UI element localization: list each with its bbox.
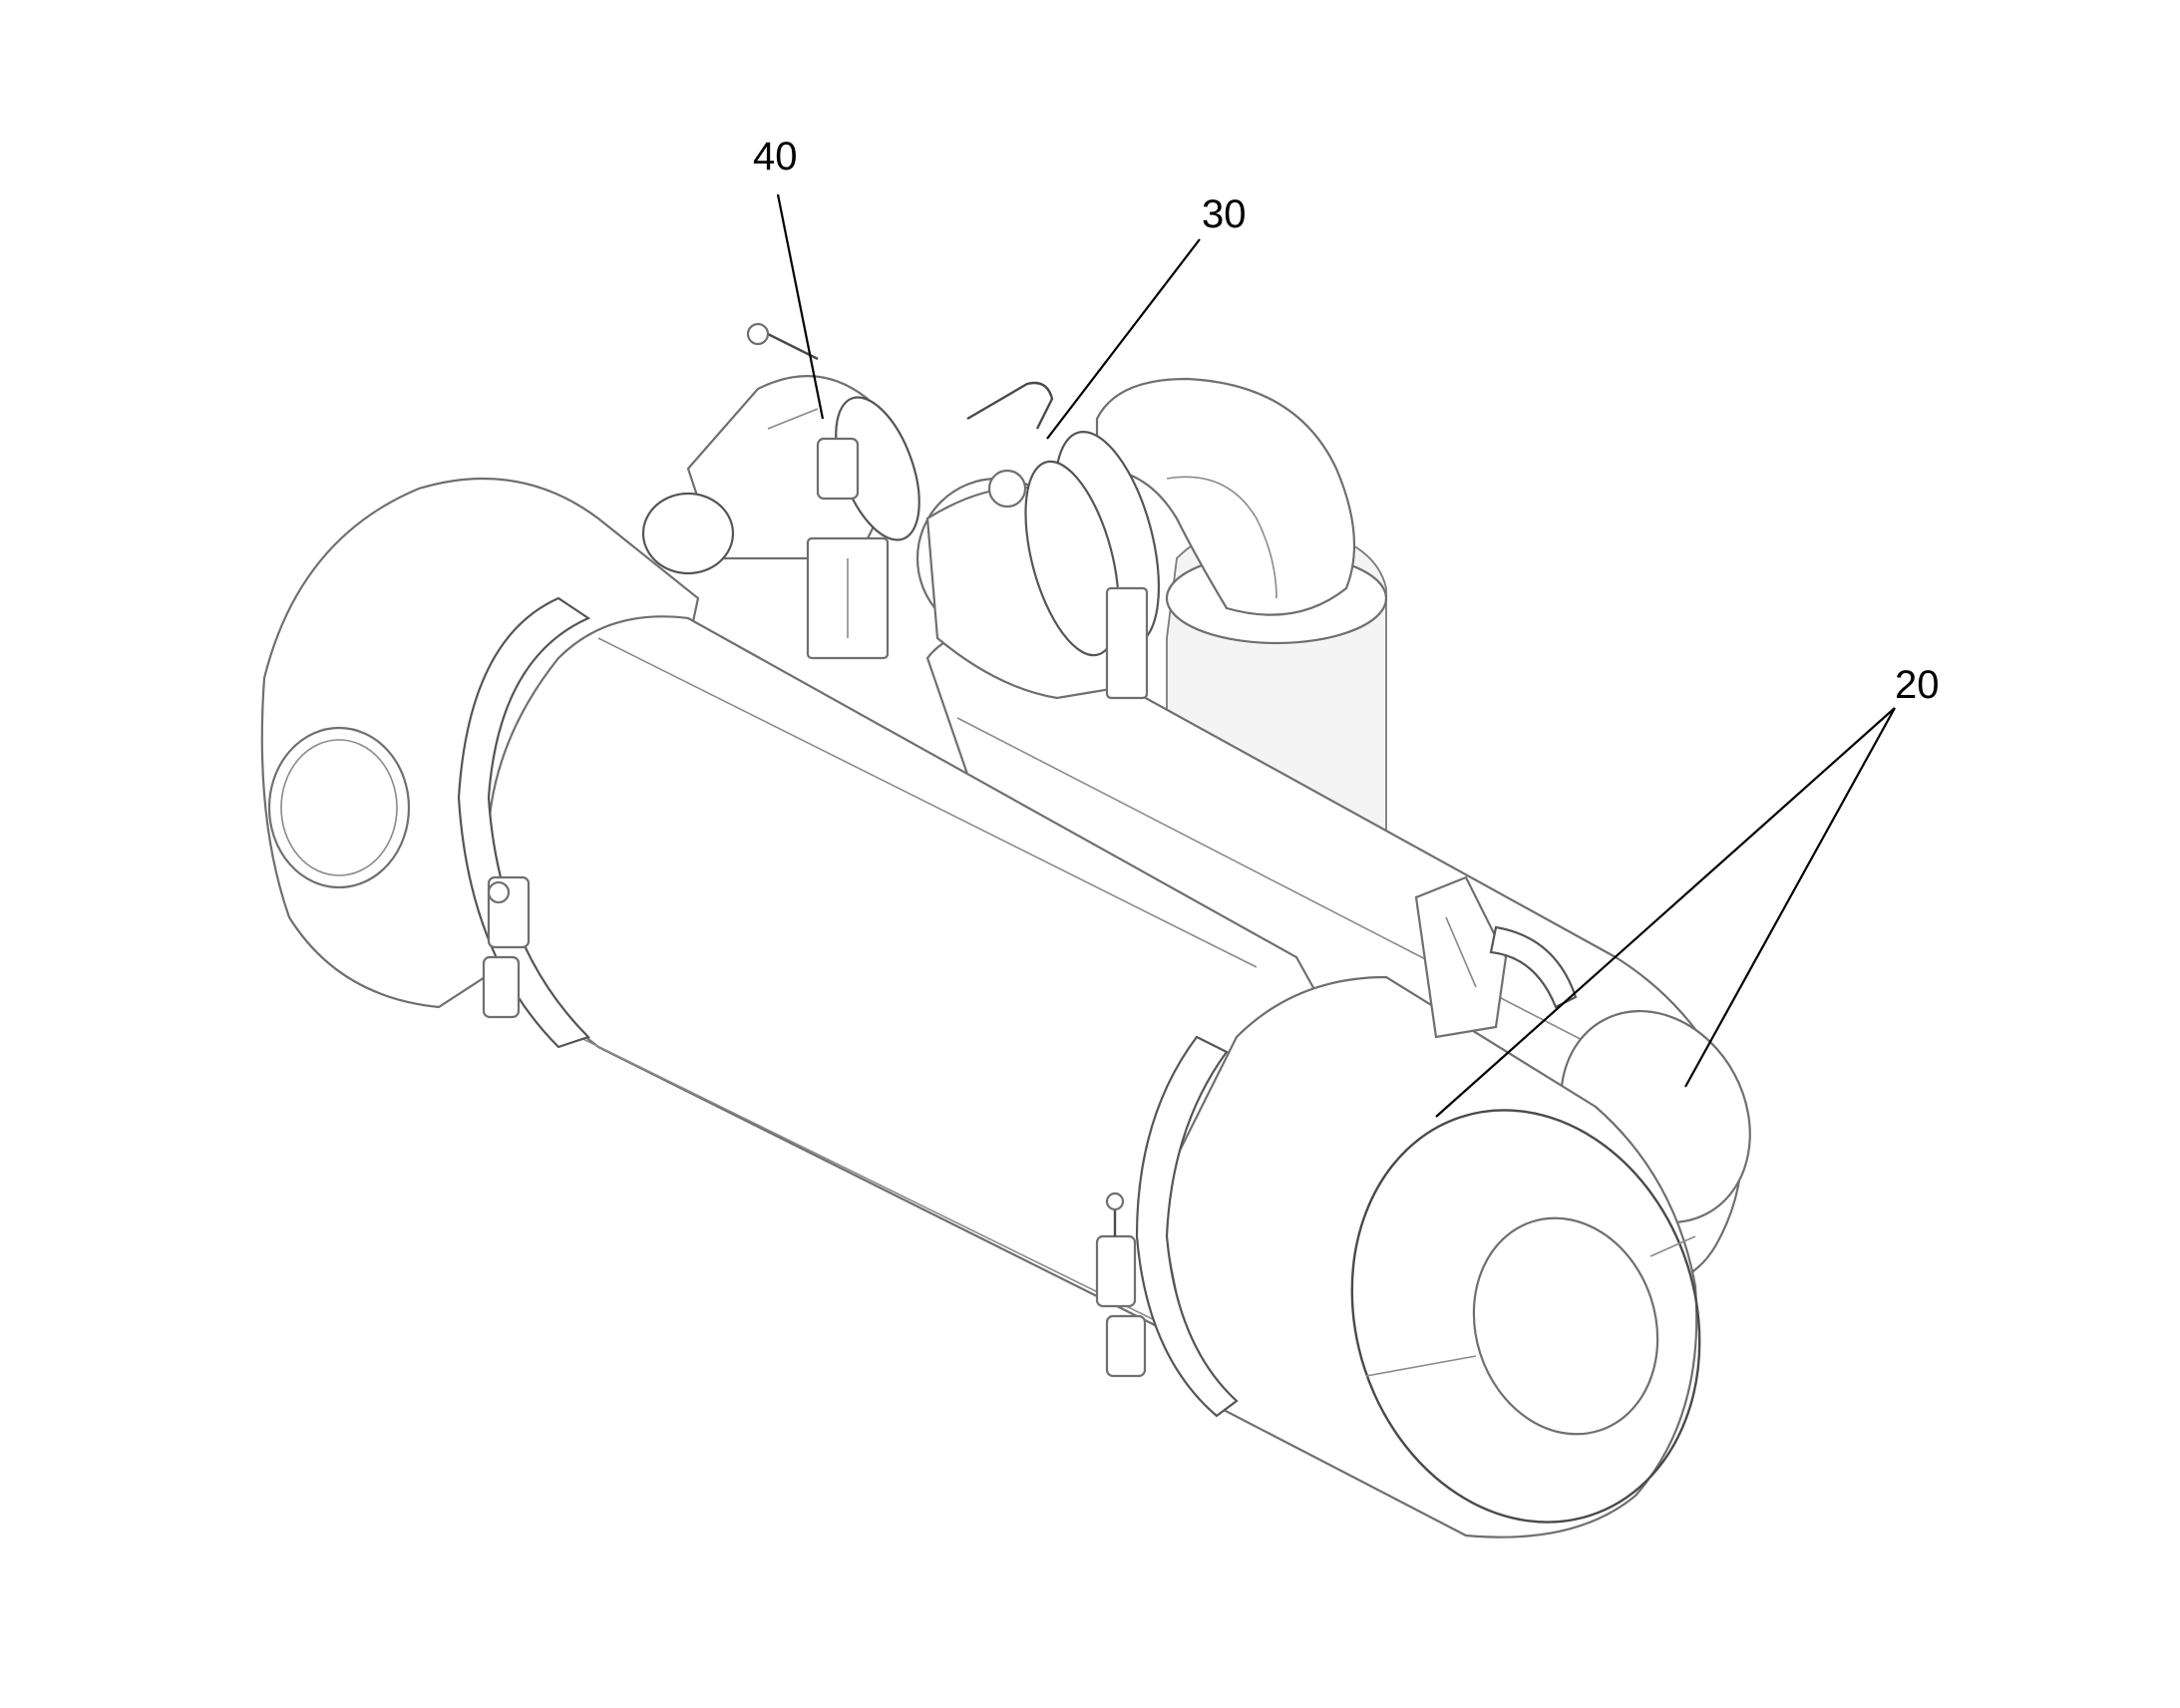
leader-line-30 <box>1046 238 1201 440</box>
leader-line-20-b <box>1684 707 1896 1088</box>
reference-numeral-20: 20 <box>1895 663 1940 707</box>
sensor-housing-40 <box>641 322 920 660</box>
leader-line-40 <box>776 193 825 420</box>
leader-line-20-a <box>1435 707 1896 1118</box>
front-end-cap <box>1095 975 1701 1538</box>
connector-30 <box>915 381 1161 700</box>
reference-numeral-30: 30 <box>1202 192 1247 236</box>
reference-numeral-40: 40 <box>753 135 798 178</box>
mounting-bracket-rear <box>1414 875 1578 1039</box>
